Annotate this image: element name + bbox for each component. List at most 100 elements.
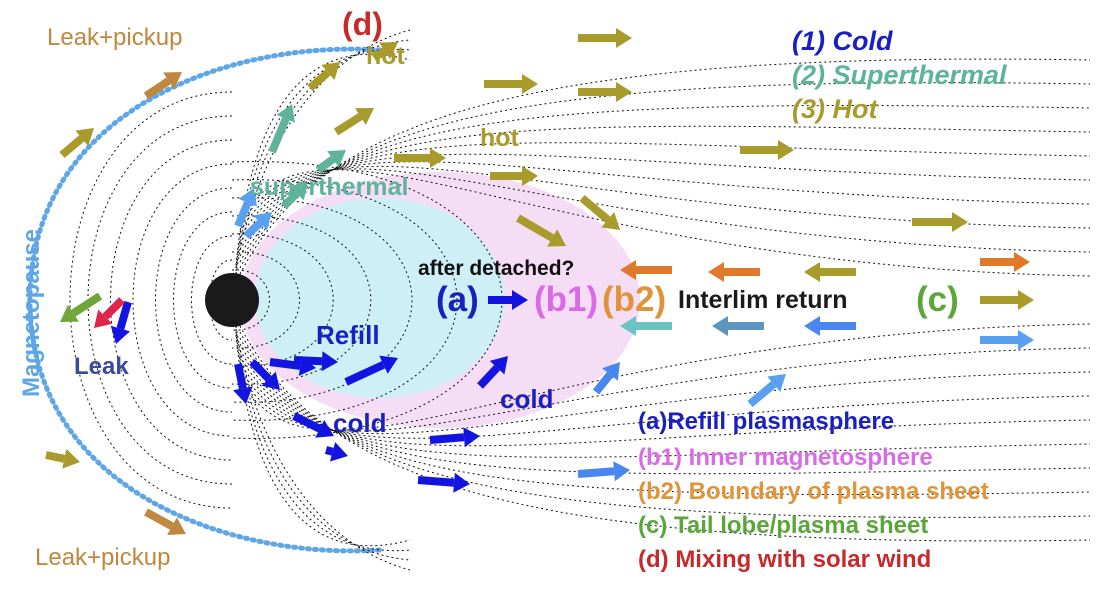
flow-arrow-hot	[371, 42, 398, 62]
flow-arrow-leak-red	[94, 297, 125, 328]
flow-arrow-hot	[59, 128, 94, 159]
label-hot-top: hot	[366, 42, 405, 70]
label-leak-pickup-top: Leak+pickup	[47, 24, 183, 51]
label-region-c: (c)	[916, 280, 959, 319]
flow-arrow-hot	[45, 448, 80, 469]
flow-arrow-cold	[477, 356, 508, 389]
legend-boundary-plasma-sheet: (b2) Boundary of plasma sheet	[638, 478, 989, 505]
flow-arrow-light-blue	[234, 188, 258, 228]
flow-arrow-cold	[292, 412, 334, 438]
field-line	[239, 82, 1091, 269]
field-line	[231, 215, 372, 385]
flow-arrow-hot	[490, 166, 538, 186]
legend-inner-magnetosphere: (b1) Inner magnetosphere	[638, 444, 933, 471]
flow-arrow-return-blue	[804, 316, 856, 336]
flow-arrow-leak-green	[60, 292, 103, 322]
label-region-b2: (b2)	[602, 280, 667, 319]
flow-arrow-light-blue	[747, 374, 786, 408]
flow-arrow-hot	[578, 28, 632, 48]
field-line	[235, 331, 411, 552]
field-line	[173, 211, 233, 389]
flow-arrow-hot	[307, 62, 340, 92]
flow-arrow-light-blue	[980, 330, 1034, 350]
flow-arrow-superthermal	[315, 150, 346, 174]
legend-tail-lobe: (c) Tail lobe/plasma sheet	[638, 512, 929, 539]
field-line	[239, 367, 1091, 435]
flow-arrow-return-teal	[620, 316, 672, 336]
planet	[205, 273, 259, 327]
field-line	[239, 325, 1091, 542]
label-interlim-return: Interlim return	[678, 286, 848, 314]
flow-arrow-cold	[324, 442, 348, 462]
flow-arrow-hot	[333, 108, 374, 136]
flow-arrow-hot	[804, 262, 856, 282]
legend-mixing-solar-wind: (d) Mixing with solar wind	[638, 546, 932, 573]
field-line	[110, 139, 233, 461]
label-magnetopause: Magnetopause	[18, 228, 45, 397]
legend-refill-plasmasphere: (a)Refill plasmasphere	[638, 408, 895, 435]
field-line	[239, 169, 1091, 277]
flow-arrow-hot	[740, 140, 794, 160]
label-refill: Refill	[316, 320, 380, 350]
label-after-detached: after detached?	[418, 257, 575, 280]
flow-arrow-return-blue	[592, 362, 620, 395]
flow-arrow-cold	[110, 300, 132, 344]
legend-hot: (3) Hot	[792, 94, 878, 124]
label-hot-mid: hot	[480, 124, 519, 152]
field-line	[239, 343, 1091, 475]
field-line	[239, 165, 1091, 233]
flow-arrow-cold	[293, 351, 338, 372]
label-leak: Leak	[74, 353, 129, 380]
label-d-top: (d)	[342, 6, 383, 42]
field-line	[239, 349, 1091, 458]
flow-arrow-cold	[249, 359, 280, 390]
flow-arrow-b2-arrow	[708, 262, 760, 282]
flow-arrow-b2-arrow	[620, 260, 672, 280]
label-cold-mid: cold	[500, 384, 554, 414]
field-line	[239, 142, 1091, 251]
field-line	[231, 251, 300, 349]
label-cold-left: cold	[333, 408, 387, 438]
flow-arrow-cold	[488, 290, 528, 310]
flow-arrow-return-blue	[577, 461, 630, 482]
field-line	[239, 331, 1091, 518]
flow-arrow-cold	[233, 363, 253, 404]
field-line	[235, 325, 411, 571]
flow-arrow-hot	[515, 214, 566, 247]
flow-arrow-hot	[578, 82, 632, 102]
flow-arrow-hot	[980, 290, 1034, 310]
field-line	[155, 187, 233, 413]
field-line	[235, 29, 411, 275]
field-line	[231, 233, 334, 367]
flow-arrow-superthermal	[268, 104, 296, 154]
field-line	[231, 179, 458, 421]
field-line	[239, 323, 1091, 431]
field-line	[239, 337, 1091, 495]
magnetopause-boundary	[27, 46, 383, 554]
field-line	[239, 153, 1091, 245]
flow-arrow-cold	[344, 355, 398, 386]
flow-arrow-hot	[912, 212, 968, 232]
field-line	[235, 48, 411, 269]
label-region-b1: (b1)	[534, 280, 599, 319]
legend-cold: (1) Cold	[792, 26, 893, 56]
field-line	[132, 163, 233, 437]
field-line	[231, 197, 413, 403]
flow-arrow-hot	[394, 148, 446, 168]
flow-arrow-leak-pickup	[144, 508, 186, 536]
flow-arrow-hot	[484, 74, 538, 94]
label-region-a: (a)	[436, 280, 479, 319]
field-line	[231, 269, 270, 331]
flow-arrow-light-blue	[243, 212, 272, 239]
flow-arrow-superthermal	[281, 182, 308, 209]
field-line	[231, 161, 503, 439]
flow-arrow-hot	[579, 194, 620, 230]
plasmasphere-region	[255, 198, 505, 398]
flow-arrow-return-steel	[712, 316, 764, 336]
legend-superthermal: (2) Superthermal	[792, 60, 1007, 90]
field-line	[239, 58, 1091, 275]
flow-arrow-b2-arrow	[980, 252, 1030, 272]
flow-arrow-cold	[417, 472, 470, 493]
